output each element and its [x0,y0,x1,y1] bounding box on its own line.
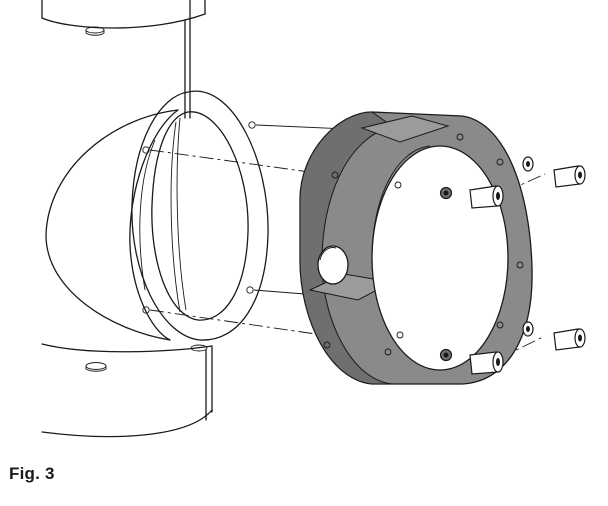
loose-screws [553,165,586,351]
gasket-hole-bottom [246,286,254,294]
flange-gasket [131,90,269,341]
figure-caption: Fig. 3 [9,464,55,483]
lower-screw-head-left [85,362,107,370]
lower-housing [41,343,213,438]
gasket-hole-left-bottom [142,306,150,314]
gasket-hole-left-top [142,146,150,154]
adapter-ring [299,111,533,385]
lower-screw-head-right [190,344,208,352]
inserted-screws [469,185,504,375]
upper-housing [41,0,206,119]
gasket-hole-top [248,121,256,129]
loose-washers [522,156,534,337]
cable-hole [317,245,349,285]
dome [45,109,179,341]
